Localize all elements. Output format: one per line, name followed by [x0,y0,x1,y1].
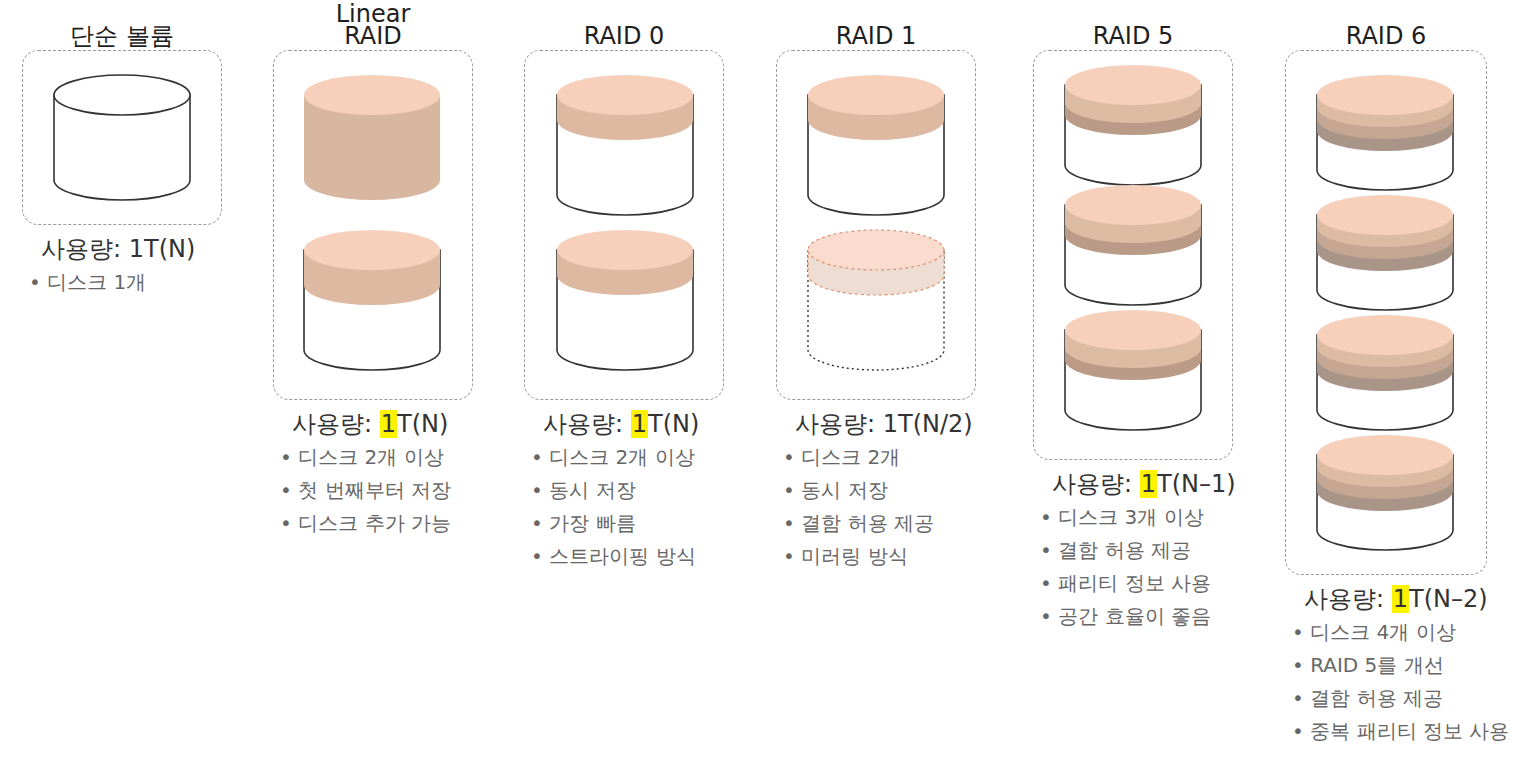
disk-cylinder [1317,435,1453,550]
raid-group-box: 단순 볼륨사용량: 1T(N)• 디스크 1개 [22,50,222,225]
mirror-disk-cylinder [808,230,944,370]
disk-cylinder [1317,75,1453,190]
disk-cylinder [1317,315,1453,430]
feature-bullet: • 디스크 3개 이상 [1040,501,1236,534]
disk-cylinder [1065,65,1201,185]
feature-bullet: • 가장 빠름 [531,507,699,540]
highlight-mark: 1 [1392,585,1409,613]
disk-cylinder [304,75,440,200]
caption-block: 사용량: 1T(N–1)• 디스크 3개 이상• 결함 허용 제공• 패리티 정… [1040,467,1236,633]
raid-title: RAID 0 [505,25,743,47]
feature-bullet: • 디스크 1개 [29,266,195,299]
usage-label: 사용량: 1T(N–1) [1040,467,1236,501]
feature-bullet: • 디스크 2개 이상 [531,441,699,474]
raid-title: Linear RAID [254,3,492,47]
feature-bullet: • 결함 허용 제공 [783,507,973,540]
feature-bullet: • 중복 패리티 정보 사용 [1292,715,1509,748]
caption-block: 사용량: 1T(N)• 디스크 2개 이상• 동시 저장• 가장 빠름• 스트라… [531,407,699,573]
feature-bullet: • 동시 저장 [531,474,699,507]
raid-group-box: Linear RAID사용량: 1T(N)• 디스크 2개 이상• 첫 번째부터… [273,50,473,400]
disk-cylinder [54,75,190,200]
feature-bullet: • 스트라이핑 방식 [531,540,699,573]
raid-title: RAID 6 [1266,25,1506,47]
raid-group-box: RAID 5사용량: 1T(N–1)• 디스크 3개 이상• 결함 허용 제공•… [1033,50,1233,460]
feature-bullet: • 결함 허용 제공 [1292,682,1509,715]
raid-group-box: RAID 0사용량: 1T(N)• 디스크 2개 이상• 동시 저장• 가장 빠… [524,50,724,400]
raid-title: RAID 1 [757,25,995,47]
feature-bullet: • 디스크 추가 가능 [280,507,451,540]
usage-label: 사용량: 1T(N) [29,232,195,266]
feature-bullet: • 결함 허용 제공 [1040,534,1236,567]
raid-title: 단순 볼륨 [3,25,241,47]
disk-cylinder [1065,185,1201,305]
disk-cylinder [1065,310,1201,430]
usage-label: 사용량: 1T(N) [531,407,699,441]
usage-label: 사용량: 1T(N–2) [1292,582,1509,616]
disk-cylinder [1317,195,1453,310]
usage-label: 사용량: 1T(N/2) [783,407,973,441]
raid-title: RAID 5 [1014,25,1252,47]
disk-cylinder [557,230,693,370]
feature-bullet: • 공간 효율이 좋음 [1040,600,1236,633]
caption-block: 사용량: 1T(N/2)• 디스크 2개• 동시 저장• 결함 허용 제공• 미… [783,407,973,573]
highlight-mark: 1 [1140,470,1157,498]
caption-block: 사용량: 1T(N)• 디스크 1개 [29,232,195,299]
disk-cylinder [557,75,693,215]
disk-cylinder [808,75,944,215]
caption-block: 사용량: 1T(N–2)• 디스크 4개 이상• RAID 5를 개선• 결함 … [1292,582,1509,748]
feature-bullet: • 디스크 4개 이상 [1292,616,1509,649]
feature-bullet: • RAID 5를 개선 [1292,649,1509,682]
highlight-mark: 1 [380,410,397,438]
raid-group-box: RAID 1사용량: 1T(N/2)• 디스크 2개• 동시 저장• 결함 허용… [776,50,976,400]
feature-bullet: • 미러링 방식 [783,540,973,573]
disk-cylinder [304,230,440,370]
feature-bullet: • 디스크 2개 이상 [280,441,451,474]
feature-bullet: • 첫 번째부터 저장 [280,474,451,507]
feature-bullet: • 패리티 정보 사용 [1040,567,1236,600]
caption-block: 사용량: 1T(N)• 디스크 2개 이상• 첫 번째부터 저장• 디스크 추가… [280,407,451,540]
feature-bullet: • 디스크 2개 [783,441,973,474]
raid-group-box: RAID 6사용량: 1T(N–2)• 디스크 4개 이상• RAID 5를 개… [1285,50,1487,575]
feature-bullet: • 동시 저장 [783,474,973,507]
highlight-mark: 1 [631,410,648,438]
usage-label: 사용량: 1T(N) [280,407,451,441]
